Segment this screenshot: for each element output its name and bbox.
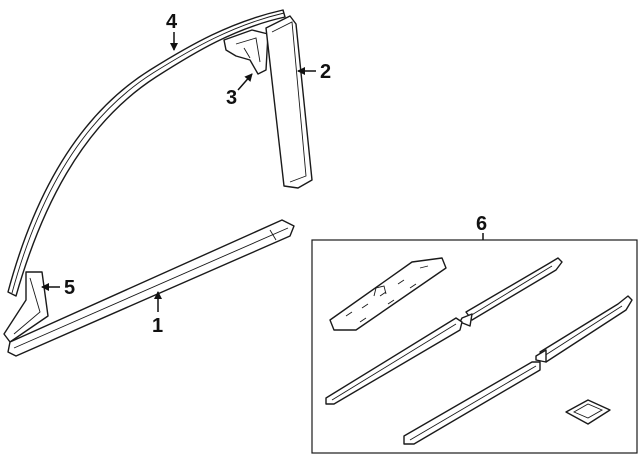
part-1-belt-molding[interactable] bbox=[7, 219, 295, 357]
callout-5: 5 bbox=[41, 277, 75, 299]
kit-template-sheet bbox=[329, 257, 447, 331]
part-4-roof-molding[interactable] bbox=[7, 9, 286, 297]
svg-text:2: 2 bbox=[320, 61, 331, 83]
part-2-pillar-applique[interactable] bbox=[265, 15, 313, 189]
svg-text:5: 5 bbox=[64, 277, 75, 299]
svg-text:1: 1 bbox=[152, 315, 163, 337]
callout-6: 6 bbox=[476, 213, 487, 240]
callout-4: 4 bbox=[166, 11, 178, 51]
svg-text:6: 6 bbox=[476, 213, 487, 235]
kit-lower-rear-molding bbox=[403, 361, 541, 445]
part-6-molding-kit[interactable] bbox=[311, 239, 638, 454]
svg-text:4: 4 bbox=[166, 11, 178, 33]
callout-2: 2 bbox=[297, 61, 331, 83]
part-3-bracket[interactable] bbox=[223, 29, 269, 75]
callout-1: 1 bbox=[152, 291, 163, 337]
kit-square-pad bbox=[565, 399, 611, 425]
svg-text:3: 3 bbox=[226, 87, 237, 109]
kit-lower-front-molding bbox=[325, 317, 463, 405]
kit-right-upper-molding bbox=[535, 295, 633, 363]
kit-upper-rear-molding bbox=[459, 257, 563, 327]
callout-3: 3 bbox=[226, 73, 253, 109]
